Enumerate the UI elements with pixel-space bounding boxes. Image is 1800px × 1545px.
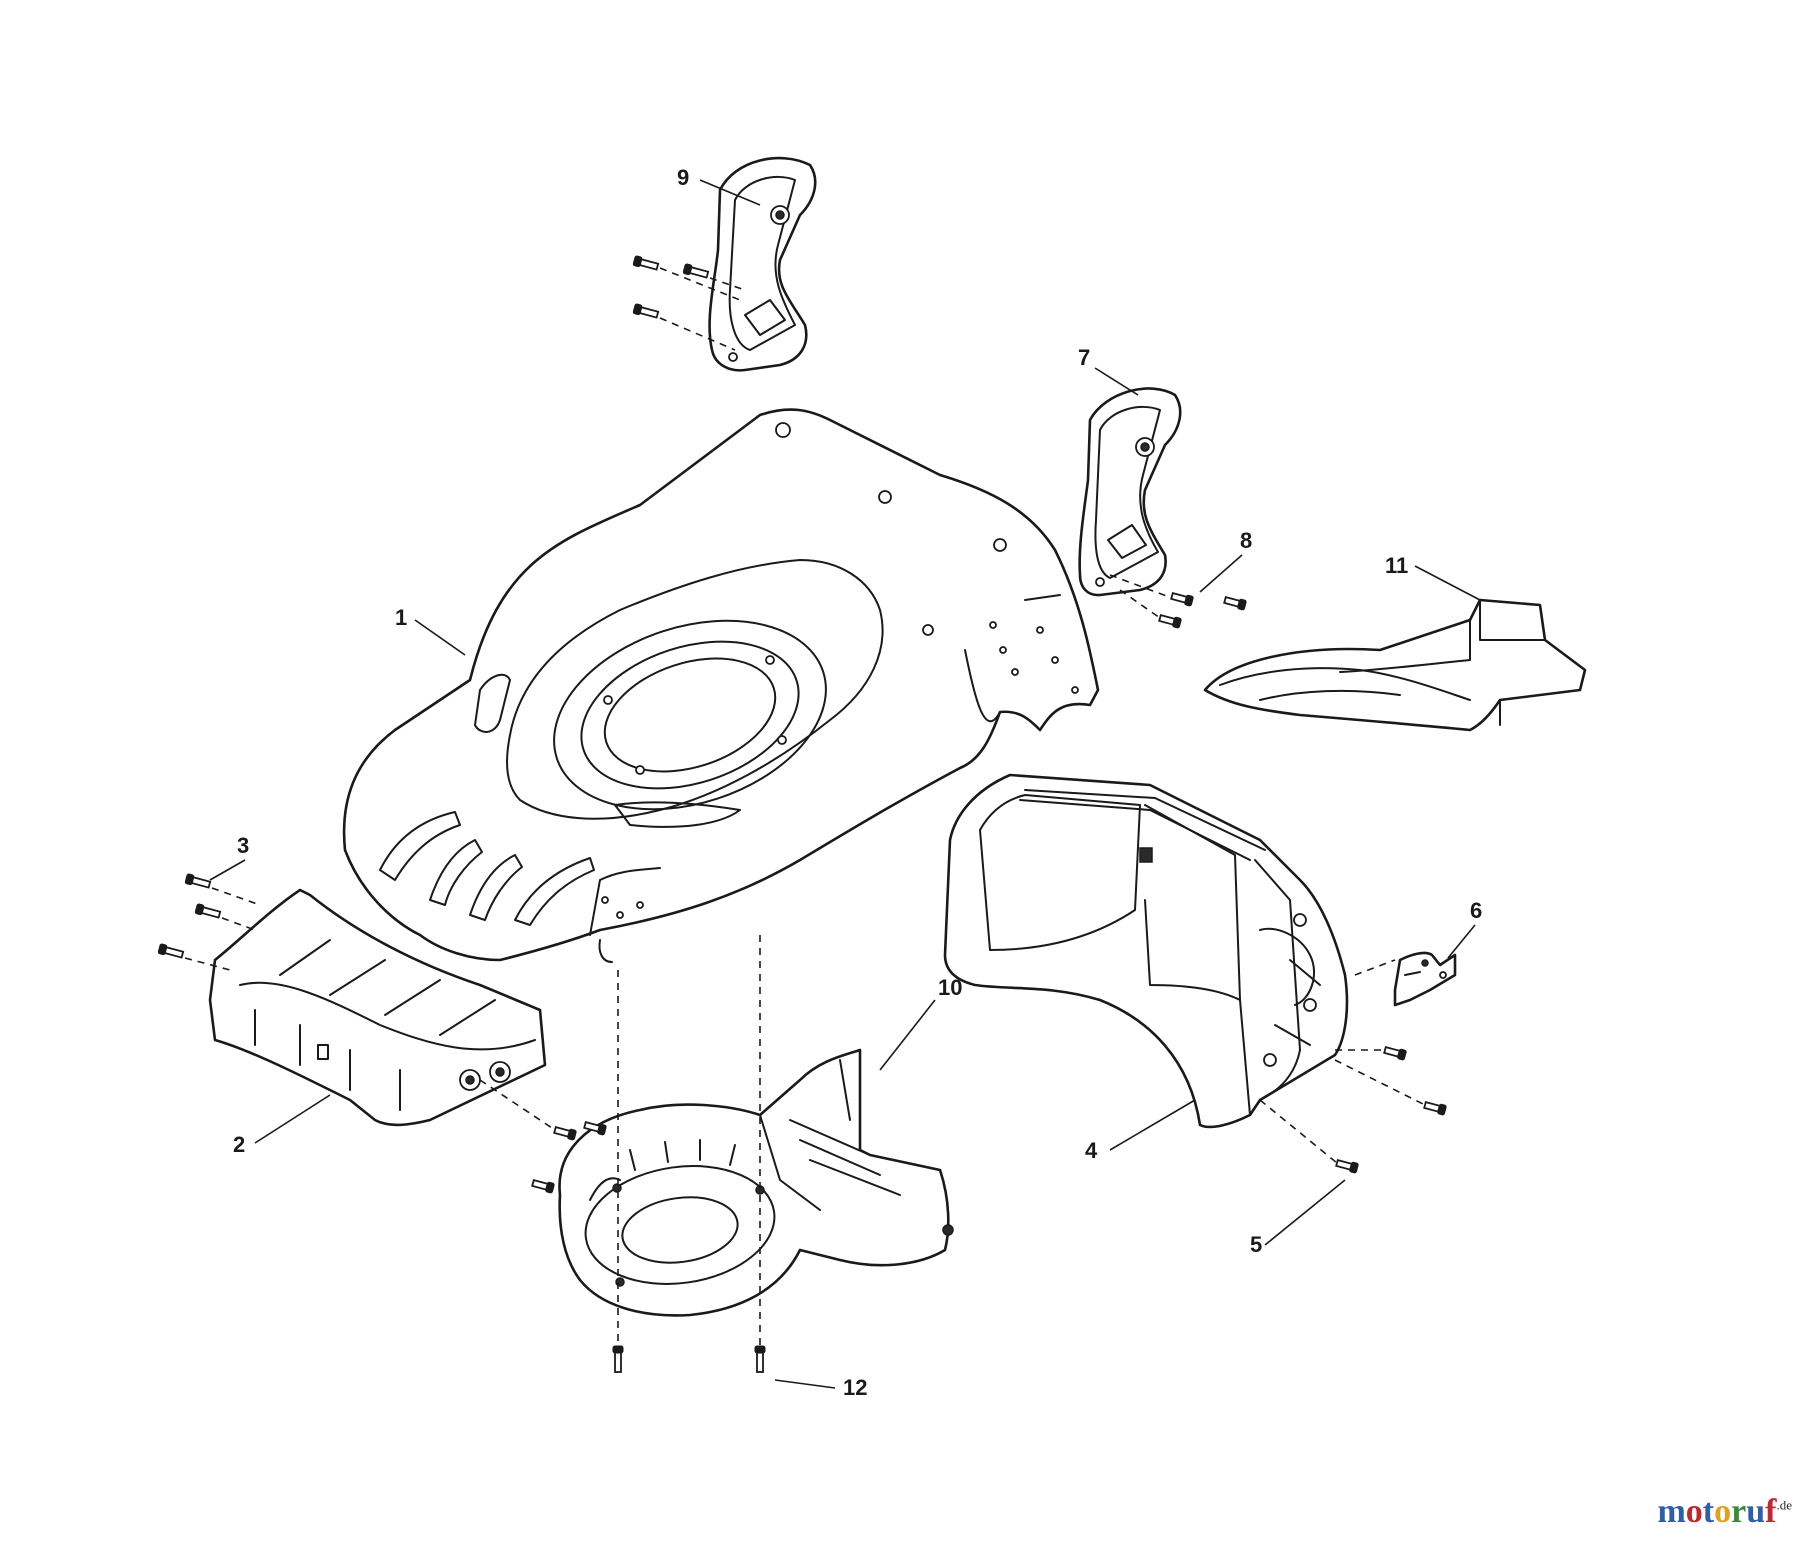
callout-1: 1 (395, 605, 407, 630)
screw (1423, 1100, 1447, 1116)
screw (531, 1178, 555, 1194)
logo-letter: t (1702, 1493, 1715, 1530)
callout-10: 10 (938, 975, 962, 1000)
hinge-plate (1393, 951, 1457, 1007)
callout-12: 12 (843, 1375, 867, 1400)
rear-discharge-housing (943, 773, 1349, 1129)
callout-11: 11 (1385, 553, 1408, 578)
screw (632, 303, 660, 319)
screw (682, 263, 710, 279)
screw (754, 1345, 766, 1373)
logo-letter: o (1714, 1493, 1732, 1530)
handle-bracket-right (1078, 387, 1182, 597)
assembly-lines (184, 267, 1426, 1352)
callout-2: 2 (233, 1132, 245, 1157)
screw (184, 873, 212, 889)
logo-letter: r (1731, 1493, 1747, 1530)
screw (1383, 1045, 1407, 1061)
logo-letter: o (1685, 1493, 1703, 1530)
blade-guard-chute (558, 1048, 954, 1317)
screw (1158, 613, 1182, 629)
screw (1335, 1158, 1359, 1174)
logo-letter: f (1765, 1493, 1777, 1530)
logo-letter: m (1657, 1493, 1686, 1530)
callout-8: 8 (1240, 528, 1252, 553)
deck-housing (342, 408, 1100, 963)
screw (583, 1120, 607, 1136)
callout-5: 5 (1250, 1232, 1262, 1257)
screw (632, 255, 660, 271)
callout-7: 7 (1078, 345, 1090, 370)
front-guard (208, 888, 547, 1127)
callout-labels: 1 2 3 4 5 6 7 8 9 10 11 12 (233, 165, 1482, 1400)
screw (194, 903, 222, 919)
screw (157, 943, 185, 959)
screw (553, 1125, 577, 1141)
screw (1223, 595, 1247, 611)
screw (1170, 591, 1194, 607)
logo-letter: u (1746, 1493, 1766, 1530)
callout-9: 9 (677, 165, 689, 190)
mulch-plug (1203, 598, 1587, 732)
callout-6: 6 (1470, 898, 1482, 923)
callout-4: 4 (1085, 1138, 1098, 1163)
motoruf-logo: motoruf.de (1657, 1493, 1792, 1530)
handle-bracket-left (708, 156, 817, 372)
callout-3: 3 (237, 833, 249, 858)
leader-lines (209, 179, 1481, 1389)
